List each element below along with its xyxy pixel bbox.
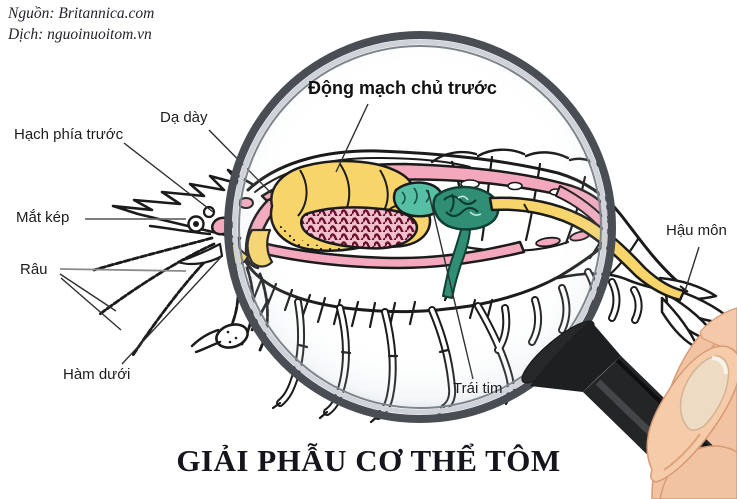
label-anus: Hậu môn (666, 222, 727, 239)
credits: Nguồn: Britannica.com Dịch: nguoinuoitom… (8, 3, 154, 45)
thumb (646, 345, 737, 499)
credit-source: Nguồn: Britannica.com (8, 5, 155, 22)
label-anterior-ganglion: Hạch phía trước (14, 126, 124, 143)
lens-glass (239, 46, 601, 408)
label-compound-eye: Mắt kép (16, 209, 70, 226)
label-heart: Trái tim (453, 380, 503, 397)
label-anterior-aorta: Động mạch chủ trước (308, 78, 497, 98)
magnifying-glass (224, 31, 616, 423)
label-antenna: Râu (20, 261, 48, 278)
label-stomach: Dạ dày (160, 109, 208, 126)
credit-translation: Dịch: nguoinuoitom.vn (8, 26, 152, 43)
thumb-nail (679, 355, 730, 431)
index-finger (699, 307, 737, 353)
page-title: GIẢI PHẪU CƠ THỂ TÔM (176, 443, 561, 478)
label-mandible: Hàm dưới (63, 366, 131, 383)
